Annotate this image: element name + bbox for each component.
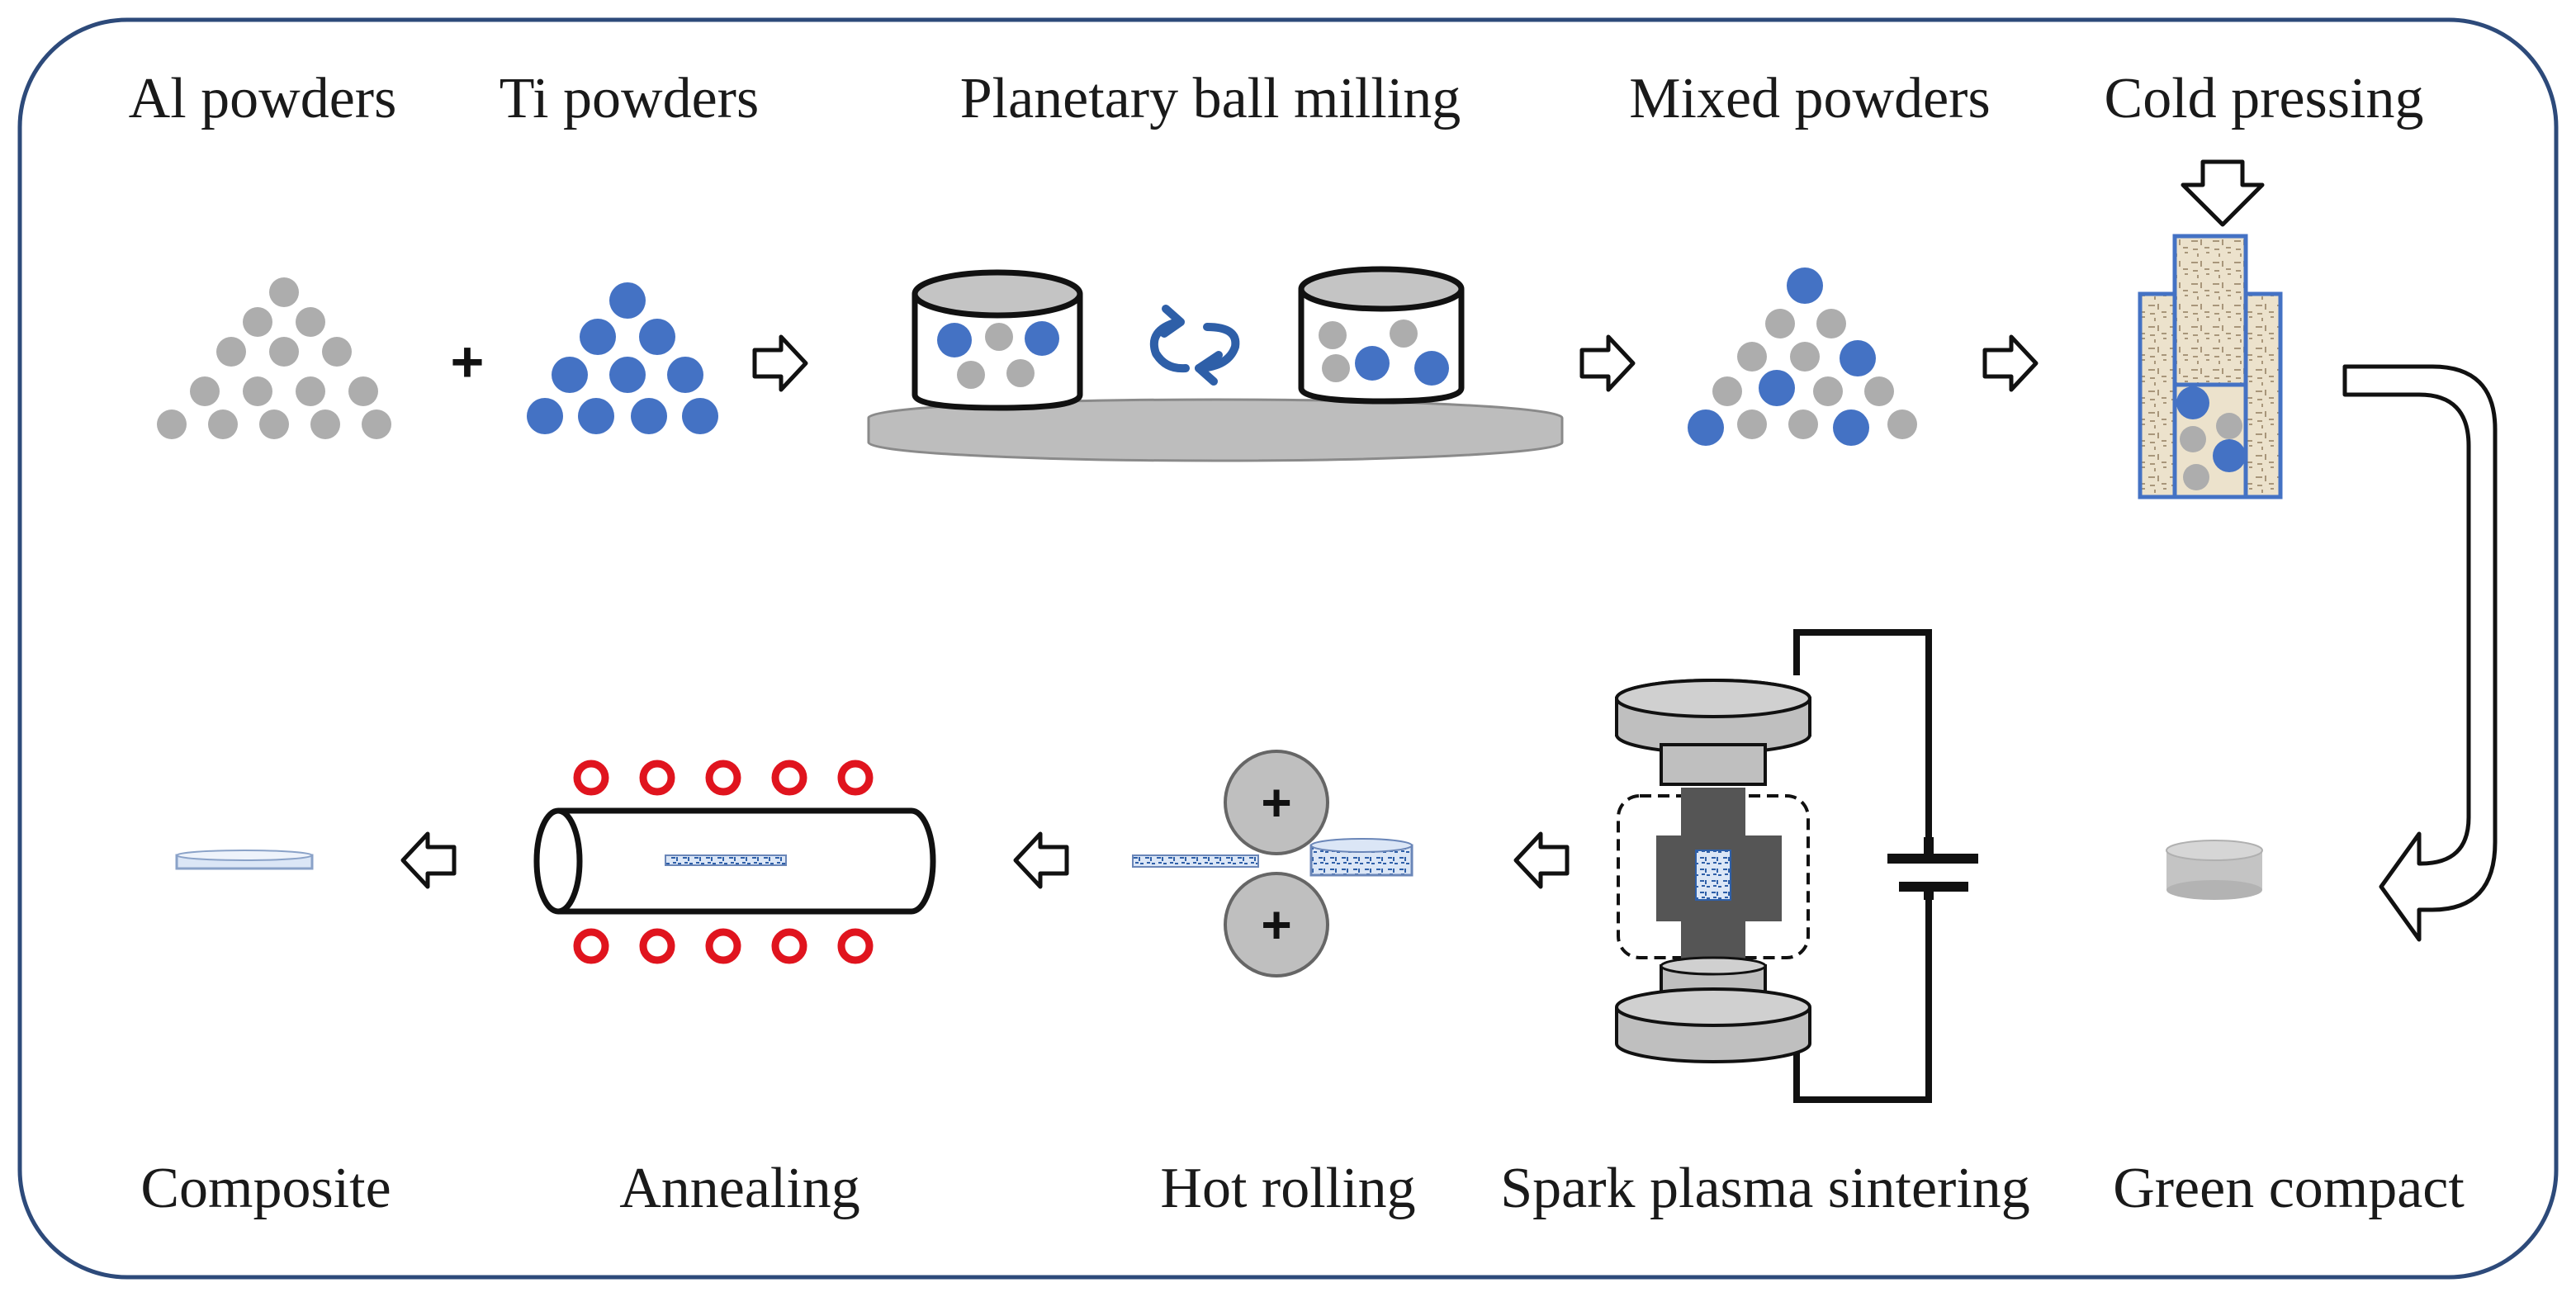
mill-jar-right bbox=[1298, 266, 1465, 405]
label-composite: Composite bbox=[140, 1157, 391, 1220]
mixed-powders-pyramid bbox=[1688, 267, 1917, 446]
label-hot-rolling: Hot rolling bbox=[1160, 1157, 1415, 1220]
green-compact-disc bbox=[2166, 840, 2263, 900]
ball-mill-platform bbox=[867, 398, 1564, 462]
heater-rings-top bbox=[573, 760, 874, 796]
label-green-compact: Green compact bbox=[2113, 1157, 2465, 1220]
lower-roller-plus: + bbox=[1261, 895, 1291, 954]
hot-rolling: + + bbox=[1132, 750, 1413, 977]
arrow-right-icon bbox=[752, 334, 808, 392]
cold-pressing-die bbox=[2138, 159, 2283, 499]
label-ti-powders: Ti powders bbox=[500, 67, 759, 130]
arrow-left-icon bbox=[1513, 831, 1570, 889]
capacitor-symbol bbox=[1887, 837, 1978, 900]
label-annealing: Annealing bbox=[619, 1157, 860, 1220]
composite-sheet bbox=[175, 850, 314, 870]
sps-circuit bbox=[1793, 629, 1932, 1103]
annealing-furnace bbox=[533, 760, 936, 964]
rotation-arrows-icon bbox=[1149, 305, 1240, 386]
sps-press bbox=[1615, 679, 1811, 1063]
lower-roller bbox=[1224, 872, 1329, 977]
label-spark-plasma-sintering: Spark plasma sintering bbox=[1500, 1157, 2030, 1220]
arrow-down-icon bbox=[2181, 159, 2265, 227]
arrow-left-icon bbox=[1013, 831, 1069, 889]
arrow-right-icon bbox=[1579, 334, 1636, 392]
mill-jar-left bbox=[912, 269, 1083, 411]
label-planetary-ball-milling: Planetary ball milling bbox=[960, 67, 1461, 130]
curved-connector-arrow bbox=[2342, 364, 2498, 942]
ti-powders-pyramid bbox=[527, 282, 718, 434]
label-cold-pressing: Cold pressing bbox=[2105, 67, 2424, 130]
upper-roller bbox=[1224, 750, 1329, 855]
label-al-powders: Al powders bbox=[129, 67, 397, 130]
al-powders-pyramid bbox=[157, 277, 391, 439]
heater-rings-bottom bbox=[573, 928, 874, 964]
plus-sign: + bbox=[451, 329, 485, 394]
arrow-right-icon bbox=[1982, 334, 2039, 392]
outer-frame bbox=[17, 17, 2559, 1280]
upper-roller-plus: + bbox=[1261, 773, 1291, 832]
label-mixed-powders: Mixed powders bbox=[1629, 67, 1990, 130]
arrow-left-icon bbox=[400, 831, 457, 889]
